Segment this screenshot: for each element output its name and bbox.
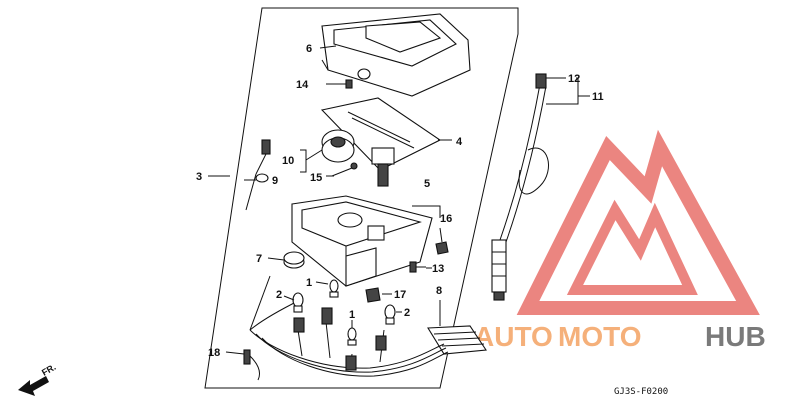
socket-top (321, 307, 333, 325)
part-1-bulb-top (329, 279, 339, 298)
callout-9: 9 (272, 175, 278, 187)
watermark-text: AUTO MOTO HUB (474, 321, 766, 352)
assembly-outline (204, 7, 519, 389)
watermark-logo (516, 129, 760, 315)
callout-3: 3 (196, 171, 202, 183)
part-12-cable-tip (535, 73, 547, 89)
part-2-bulb-right (375, 304, 396, 351)
part-14-screw (326, 79, 353, 89)
wire-harness (249, 275, 449, 377)
part-5-meter-case (291, 195, 433, 287)
part-1-bulb-bottom (345, 327, 357, 371)
callout-16: 16 (440, 213, 452, 225)
part-8-connector (427, 325, 487, 355)
part-18-clamp (243, 349, 261, 381)
part-9-sensor (245, 139, 271, 211)
socket-left (293, 317, 305, 333)
callout-4: 4 (456, 136, 463, 148)
callout-1-top: 1 (306, 277, 312, 289)
part-16-nut (435, 241, 449, 255)
part-15-screw (331, 162, 358, 177)
watermark-text-hub: HUB (705, 321, 766, 352)
callout-13: 13 (432, 263, 444, 275)
watermark-text-auto: AUTO (474, 321, 553, 352)
part-13-bolt (409, 261, 426, 273)
part-11-speedometer-cable (491, 83, 549, 301)
callout-14: 14 (296, 79, 309, 91)
callout-10: 10 (282, 155, 294, 167)
part-17-clip (365, 287, 381, 303)
callout-6: 6 (306, 43, 312, 55)
part-7-grommet (283, 251, 305, 269)
callout-18: 18 (208, 347, 220, 359)
callout-5: 5 (424, 178, 430, 190)
diagram-code: GJ3S-F0200 (614, 387, 668, 397)
callout-7: 7 (256, 253, 262, 265)
callout-15: 15 (310, 172, 322, 184)
callout-12: 12 (568, 73, 580, 85)
callout-2-right: 2 (404, 307, 410, 319)
part-2-bulb-left (292, 292, 304, 313)
callout-8: 8 (436, 285, 442, 297)
callout-11: 11 (592, 91, 604, 103)
callout-17: 17 (394, 289, 406, 301)
part-6-meter-cover (321, 13, 471, 97)
watermark-text-moto: MOTO (558, 321, 641, 352)
callout-2-left: 2 (276, 289, 282, 301)
callout-1-bottom: 1 (349, 309, 355, 321)
direction-arrow-icon (18, 376, 49, 396)
part-10-gauge-unit (321, 129, 355, 163)
direction-label: FR. (40, 362, 58, 378)
leader-lines (208, 45, 590, 355)
